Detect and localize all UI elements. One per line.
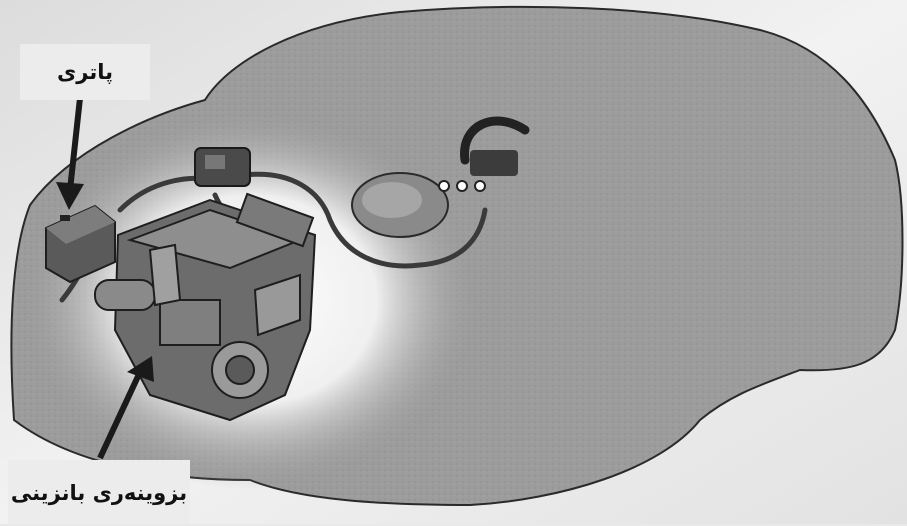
relay-box [195, 148, 250, 186]
sensor-module [352, 173, 448, 237]
battery-label: پاتری [20, 44, 150, 100]
gasoline-engine-label: بزوینەری بانزینی [8, 460, 190, 524]
control-unit [470, 150, 518, 176]
dash-gauges [439, 181, 485, 191]
